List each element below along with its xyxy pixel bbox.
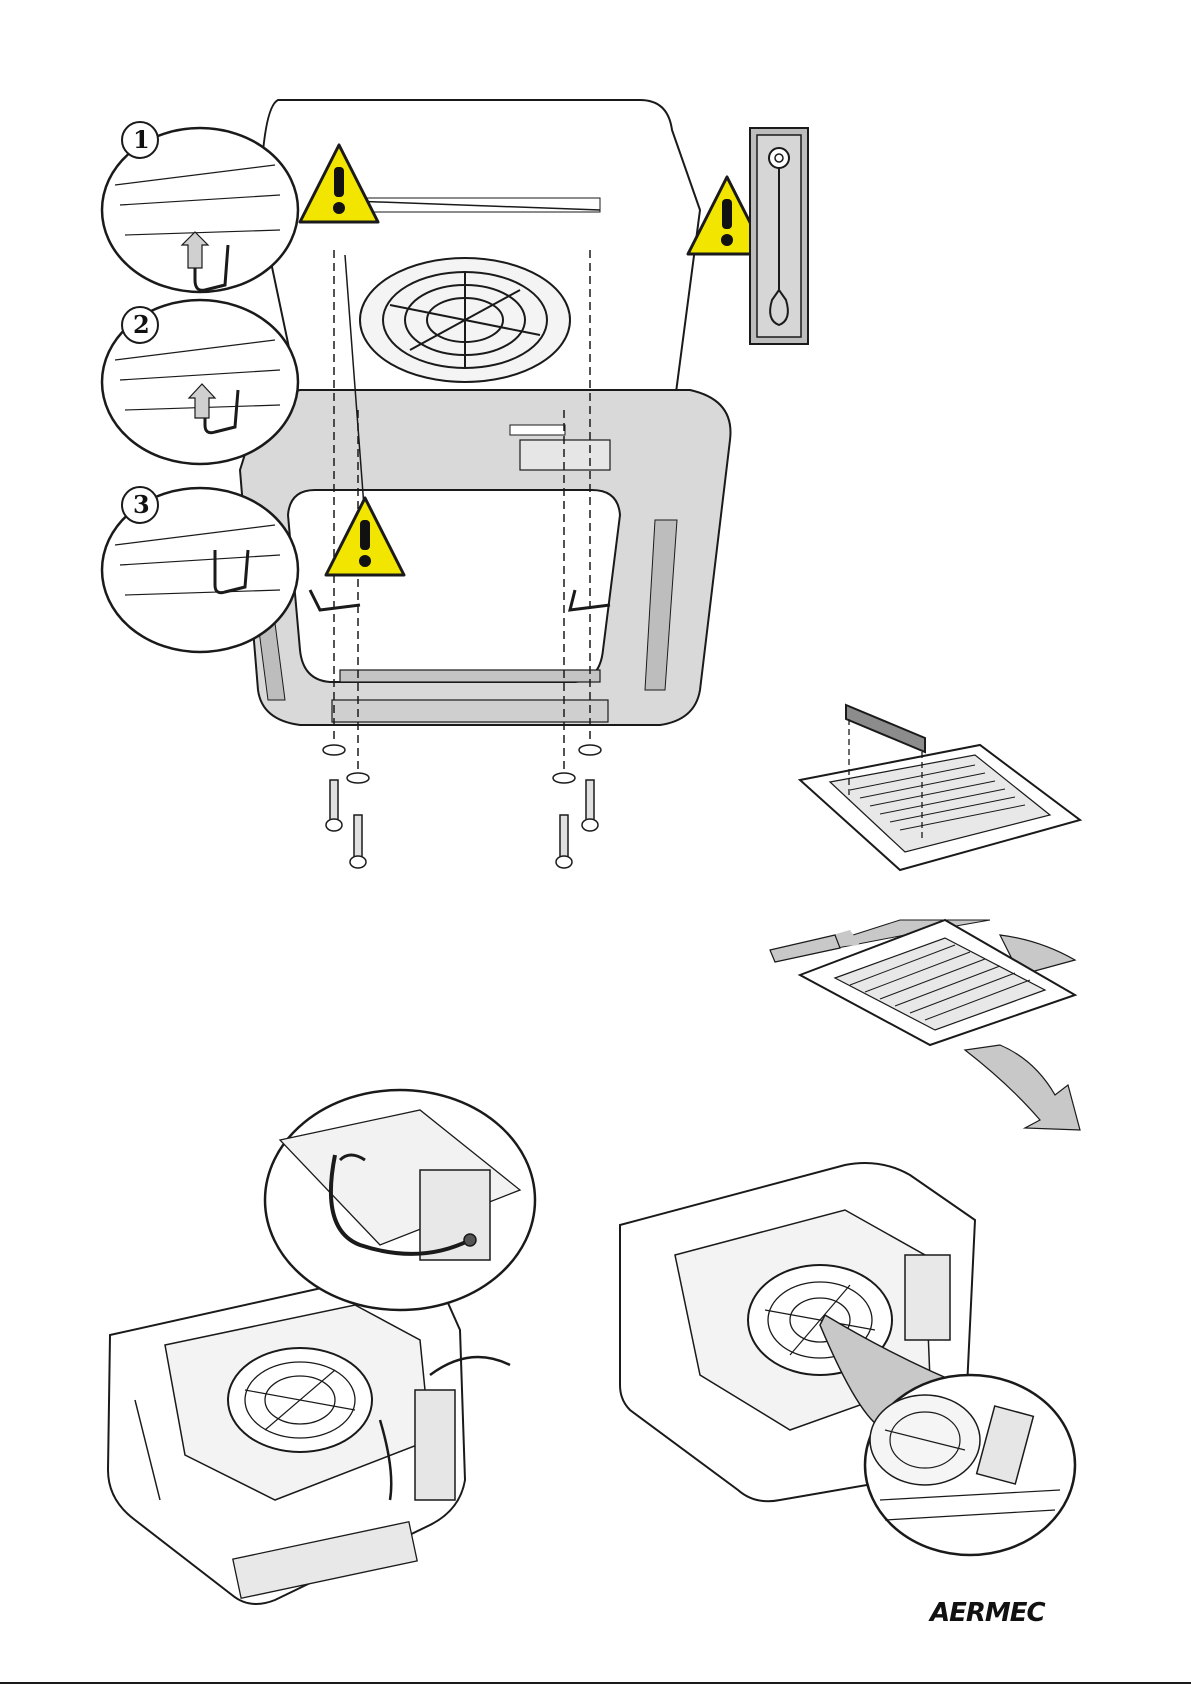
aermec-logo: AERMEC [930,1598,1045,1628]
decorative-panel-upper [240,390,731,725]
unit-earth-cable [108,1274,510,1604]
step-label-2: 2 [133,310,150,339]
earth-cable-detail-circle [265,1090,535,1310]
connector-detail-circle [865,1375,1075,1555]
screws [323,745,601,868]
screw-icon [582,780,598,831]
detail-circle-step-2 [102,300,298,464]
safety-cable-icon [750,128,808,344]
step-label-1: 1 [133,125,150,154]
cassette-unit-upper [260,100,700,400]
detail-circle-step-3 [102,487,298,652]
screw-icon [556,815,572,868]
step-label-3: 3 [133,490,150,519]
grille-with-bar [800,705,1080,870]
screw-icon [326,780,342,831]
fan-grille-upper [360,258,570,382]
screw-icon [350,815,366,868]
grille-swing-open [770,920,1080,1130]
